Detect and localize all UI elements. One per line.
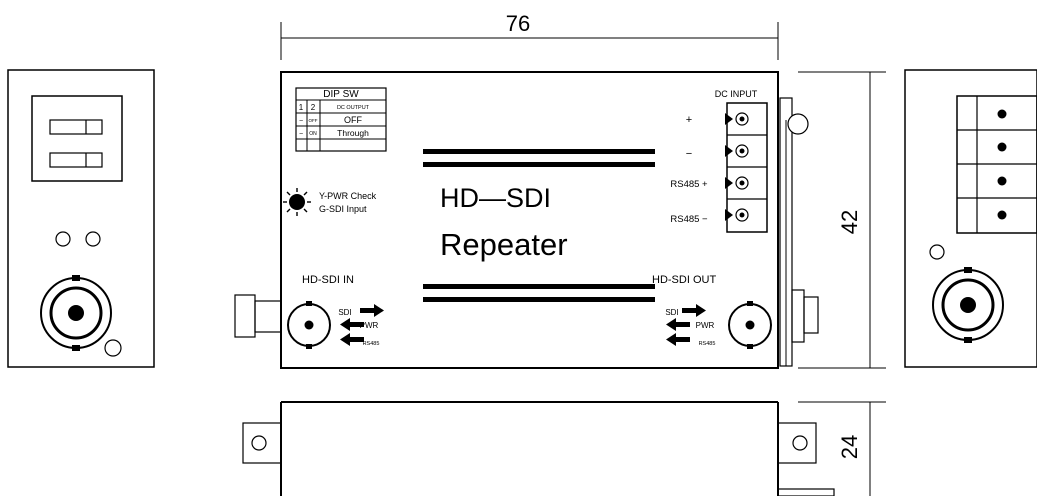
right-bracket	[779, 97, 819, 367]
dc-input-rs485-plus: RS485 +	[670, 179, 708, 190]
dip-col-3: DC OUTPUT	[337, 105, 370, 111]
bnc-connector-icon	[40, 275, 112, 351]
dip-row1-c1: −	[299, 118, 303, 125]
dip-switch-side	[31, 95, 123, 182]
bottom-view	[242, 401, 835, 496]
arrow-left-icon	[666, 318, 690, 346]
product-name-line1: HD—SDI	[440, 183, 551, 213]
port-in-sdi: SDI	[338, 308, 351, 317]
bnc-in-stub	[234, 294, 282, 338]
dip-row1-c2: OFF	[309, 118, 318, 123]
port-out-sdi: SDI	[665, 308, 678, 317]
mount-hole-icon	[792, 435, 808, 451]
arrow-right-icon	[682, 304, 706, 317]
depth-label: 24	[837, 435, 862, 459]
bnc-connector-icon	[932, 267, 1004, 343]
arrow-left-icon	[340, 318, 364, 346]
dip-row2-c1: −	[299, 131, 303, 138]
dip-row1-state: OFF	[344, 115, 362, 125]
depth-dimension: 24	[798, 401, 886, 496]
top-view: DIP SW 1 2 DC OUTPUT − OFF OFF − ON Thro…	[234, 71, 779, 369]
led-label-2: G-SDI Input	[319, 204, 367, 214]
port-in-pwr: PWR	[360, 321, 379, 330]
right-side-view	[904, 69, 1037, 368]
dc-input-rs485-minus: RS485 −	[670, 214, 708, 225]
port-out-rs485: RS485	[699, 341, 716, 347]
dip-sw-title: DIP SW	[323, 89, 359, 100]
bnc-out-icon	[728, 301, 772, 349]
led-hole-icon	[55, 231, 71, 247]
width-label: 76	[506, 11, 530, 36]
product-name-line2: Repeater	[440, 227, 568, 262]
dip-row2-state: Through	[337, 128, 369, 138]
dc-input-title: DC INPUT	[715, 89, 758, 99]
port-out-pwr: PWR	[696, 321, 715, 330]
bnc-in-icon	[287, 301, 331, 349]
height-label: 42	[837, 210, 862, 234]
terminal-block-side	[956, 95, 1037, 234]
width-dimension: 76	[280, 11, 779, 60]
led-hole-icon	[85, 231, 101, 247]
dc-input-minus: −	[686, 148, 692, 160]
dip-row2-c2: ON	[309, 131, 317, 137]
left-side-view	[7, 69, 155, 368]
led-hole-icon	[929, 244, 945, 260]
height-dimension: 42	[798, 71, 886, 369]
led-label-1: Y-PWR Check	[319, 191, 377, 201]
port-in-label: HD-SDI IN	[302, 274, 354, 286]
terminal-block-icon	[725, 102, 768, 233]
dc-input-plus: +	[686, 114, 692, 126]
port-out-label: HD-SDI OUT	[652, 274, 716, 286]
led-indicator-icon	[283, 188, 311, 216]
port-in-rs485: RS485	[363, 341, 380, 347]
dip-col-1: 1	[299, 103, 304, 112]
screw-hole-icon	[104, 339, 122, 357]
arrow-right-icon	[360, 304, 384, 317]
dip-col-2: 2	[311, 103, 316, 112]
dip-switch-table: DIP SW 1 2 DC OUTPUT − OFF OFF − ON Thro…	[295, 87, 387, 152]
decorative-bars	[423, 149, 655, 302]
mount-hole-icon	[251, 435, 267, 451]
